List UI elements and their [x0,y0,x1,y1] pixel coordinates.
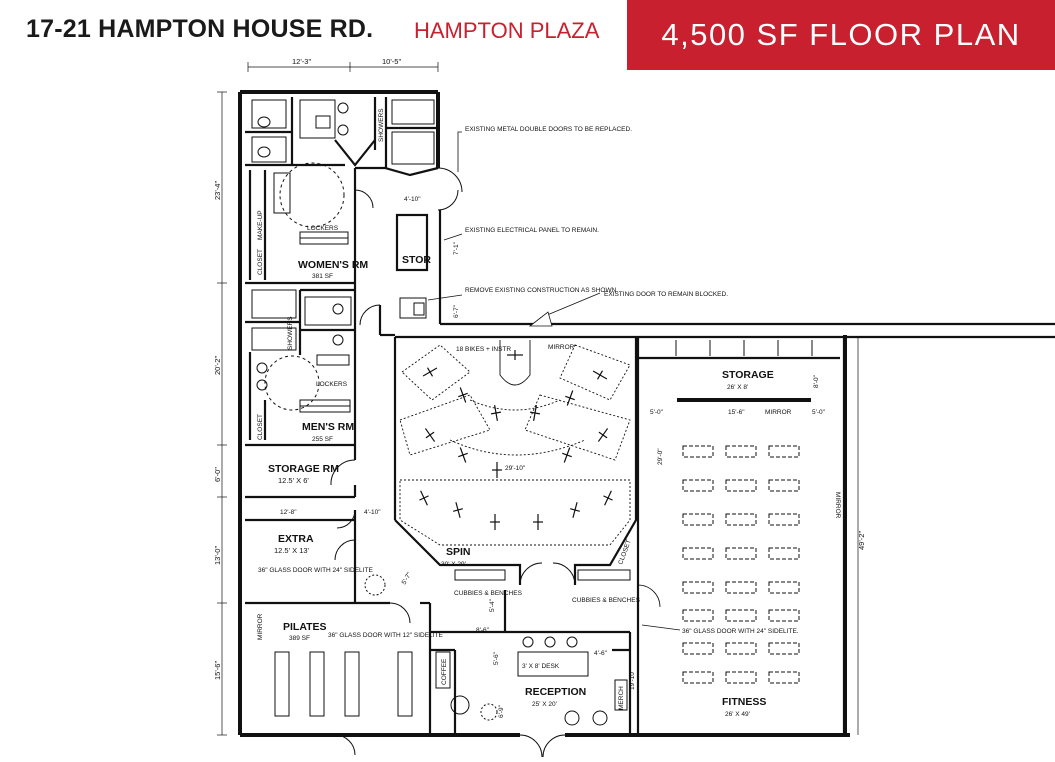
womens-lockers-label: LOCKERS [307,225,339,232]
top-dimensions [217,62,859,736]
reception-size: 25' X 20' [532,701,557,708]
dim-left-2: 20'-2" [213,356,222,375]
fitness-mats [682,445,800,684]
dim-jsc-h: 6'-7" [453,304,460,318]
glass-door-extra: 36" GLASS DOOR WITH 24" SIDELITE [258,567,373,574]
womens-room-name: WOMEN'S RM [298,259,368,271]
dim-corridor-mid: 4'-10" [364,509,381,516]
storage-rm-name: STORAGE RM [268,463,339,475]
dim-left-1: 23'-4" [213,181,222,200]
makeup-label: MAKE-UP [257,210,264,240]
plan-title-banner: 4,500 SF FLOOR PLAN [627,0,1055,70]
dim-left-3: 6'-0" [213,467,222,482]
plan-title: 4,500 SF FLOOR PLAN [661,17,1021,52]
spin-name: SPIN [446,546,471,558]
mens-closet-label: CLOSET [257,414,264,440]
dim-cubby-h: 5'-4" [489,598,496,612]
glass-door-fitness: 36" GLASS DOOR WITH 24" SIDELITE. [682,628,799,635]
womens-fixtures [251,99,435,245]
dim-rec-h: 19'-10" [629,669,636,690]
mirror-fitness: MIRROR [834,492,841,519]
property-address: 17-21 HAMPTON HOUSE RD. [26,15,374,43]
dim-rec-1: 8'-6" [476,627,490,634]
womens-showers-label: SHOWERS [378,108,385,142]
storage-name: STORAGE [722,369,774,381]
dim-storage-h: 8'-0" [813,374,820,388]
dim-spin-inner: 29'-10" [505,465,526,472]
cubbies-right: CUBBIES & BENCHES [572,597,641,604]
bikes-label: 18 BIKES + INSTR [456,346,511,353]
storage-size: 26' X 8' [727,384,748,391]
womens-room-area: 381 SF [312,273,333,280]
dim-top-right: 10'-5" [382,57,401,66]
note-electrical: EXISTING ELECTRICAL PANEL TO REMAIN. [465,227,599,234]
dim-coffee: 6'-9" [498,704,505,718]
dim-top-left: 12'-3" [292,57,311,66]
spin-bikes [399,340,631,546]
dim-right-total: 49'-2" [857,531,866,550]
plaza-name: HAMPTON PLAZA [414,18,600,43]
mens-showers-label: SHOWERS [287,316,294,350]
dim-spin-h: 29'-0" [657,448,664,465]
inner-walls [245,97,1055,735]
cubbies-left: CUBBIES & BENCHES [454,590,523,597]
dim-stor-h: 7'-1" [453,241,460,255]
dim-left-5: 15'-6" [213,661,222,680]
desk-label: 3' X 8' DESK [522,663,560,670]
bike-glyphs [419,350,613,530]
dim-entry: 5'-7" [401,571,414,586]
glass-door-pilates: 36" GLASS DOOR WITH 12" SIDELITE [328,632,443,639]
dim-rec-3: 4'-6" [594,650,608,657]
extra-name: EXTRA [278,533,314,545]
dim-side-l: 5'-0" [650,409,664,416]
merch-label: MERCH [618,686,625,710]
dim-corridor-top: 4'-10" [404,196,421,203]
storage-rm-size: 12.5' X 6' [278,476,309,485]
mens-lockers-label: LOCKERS [316,381,348,388]
notes-leaders [427,131,601,327]
dim-mirror-w: 15'-6" [728,409,745,416]
note-metal-doors: EXISTING METAL DOUBLE DOORS TO BE REPLAC… [465,126,632,133]
pilates-area: 389 SF [289,635,310,642]
dim-left-4: 13'-0" [213,546,222,565]
header: 17-21 HAMPTON HOUSE RD. HAMPTON PLAZA 4,… [0,0,1055,70]
mens-room-name: MEN'S RM [302,421,354,433]
dim-side-r: 5'-0" [812,409,826,416]
mens-fixtures [251,289,352,413]
reception-name: RECEPTION [525,686,586,698]
note-door-blocked: EXISTING DOOR TO REMAIN BLOCKED. [604,291,728,298]
mirror-spin: MIRROR [548,344,575,351]
dim-storage-rm-w: 12'-8" [280,509,297,516]
fitness-size: 26' X 49' [725,711,750,718]
extra-size: 12.5' X 13' [274,546,310,555]
mirror-pilates: MIRROR [257,613,264,640]
stor-name: STOR [402,254,431,266]
door-metal [399,167,463,319]
dim-rec-2: 5'-6" [493,651,500,665]
fitness-name: FITNESS [722,696,766,708]
mirror-storage: MIRROR [765,409,792,416]
pilates-name: PILATES [283,621,327,633]
mens-room-area: 255 SF [312,436,333,443]
spin-closet: CLOSET [617,539,632,566]
womens-closet-label: CLOSET [257,249,264,275]
spin-size: 30' X 29' [441,561,466,568]
coffee-label: COFFEE [441,658,448,685]
pilates-reformers [274,651,413,717]
note-remove: REMOVE EXISTING CONSTRUCTION AS SHOWN. [465,287,618,294]
